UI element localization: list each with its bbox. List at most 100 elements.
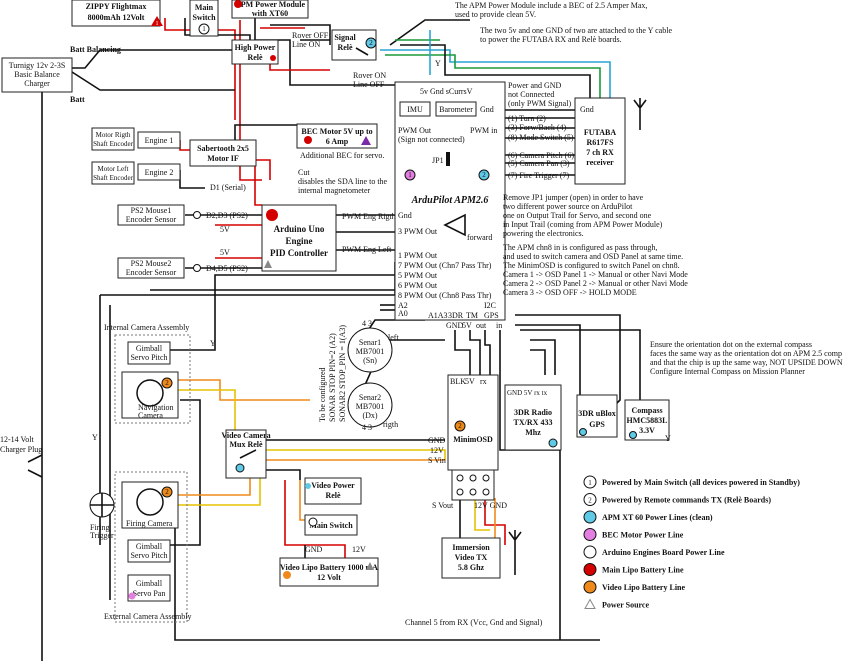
svg-text:Senar1: Senar1 — [359, 338, 381, 347]
svg-text:5V: 5V — [465, 377, 475, 386]
external-cam-frame — [114, 471, 188, 623]
svg-text:forward: forward — [467, 233, 492, 242]
legend-item: Video Lipo Battery Line — [583, 580, 685, 594]
futaba-receiver: Gnd FUTABA R617FS 7 ch RX receiver — [574, 97, 647, 185]
main-lipo-dot-icon — [234, 0, 242, 8]
battery-main: ZIPPY Flightmax 8000mAh 12Volt 1 — [71, 0, 163, 27]
svg-text:Engine 1: Engine 1 — [145, 136, 174, 145]
svg-text:MB7001: MB7001 — [356, 402, 384, 411]
svg-text:in: in — [496, 321, 502, 330]
d2d3-label: D2,D3 (PS2) — [206, 211, 248, 220]
svg-text:PS2 Mouse1: PS2 Mouse1 — [131, 206, 172, 215]
svg-text:receiver: receiver — [586, 158, 614, 167]
svg-text:3.3V: 3.3V — [639, 426, 655, 435]
engine-1: Engine 1 — [137, 131, 181, 149]
svg-text:Line ON: Line ON — [292, 40, 320, 49]
firing-trigger: Firing Trigger — [89, 492, 115, 540]
svg-text:Shaft Encoder: Shaft Encoder — [93, 174, 134, 182]
video-camera-mux-rele: Video Camera Mux Relè — [221, 429, 271, 479]
svg-text:Line OFF: Line OFF — [353, 80, 385, 89]
gimbal-servo-pitch-1: Gimball Servo Pitch — [127, 341, 171, 365]
svg-text:BEC Motor 5V up to: BEC Motor 5V up to — [301, 127, 372, 136]
svg-text:to power the FUTABA RX and Rel: to power the FUTABA RX and Relè boards. — [480, 35, 622, 44]
svg-text:6 PWM Out: 6 PWM Out — [398, 281, 438, 290]
power-source-triangle-icon — [366, 562, 374, 570]
pwm-eng-left-label: PWM Eng Left — [342, 245, 392, 254]
svg-text:5v Gnd sCurrsV: 5v Gnd sCurrsV — [420, 87, 473, 96]
engine-2: Engine 2 — [137, 163, 181, 181]
svg-text:Rover OFF: Rover OFF — [292, 31, 329, 40]
svg-text:SONAR2 STOP_PIN = 1(A3): SONAR2 STOP_PIN = 1(A3) — [338, 325, 347, 422]
y-mark-1: Y — [92, 433, 98, 442]
svg-text:APM Power Module: APM Power Module — [235, 0, 306, 9]
svg-text:MinimOSD: MinimOSD — [453, 435, 493, 444]
svg-text:12 Volt: 12 Volt — [317, 573, 341, 582]
legend-color-dot-icon — [583, 528, 597, 541]
svg-text:Video TX: Video TX — [455, 553, 488, 562]
svg-text:6 Amp: 6 Amp — [326, 137, 349, 146]
legend-item: Main Lipo Battery Line — [583, 563, 684, 576]
legend-label: Power Source — [602, 601, 649, 610]
svg-text:Charger Plug: Charger Plug — [0, 445, 42, 454]
svg-text:Barometer: Barometer — [439, 105, 473, 114]
svg-text:Firing: Firing — [90, 523, 110, 532]
svg-text:Rover ON: Rover ON — [353, 71, 386, 80]
svg-text:S Vout: S Vout — [432, 501, 454, 510]
sonar2-pins: 4 3 — [362, 423, 372, 432]
svg-text:7 ch RX: 7 ch RX — [586, 148, 614, 157]
antenna-icon — [508, 530, 522, 575]
sonar-rigth-label: rigth — [383, 420, 398, 429]
badge-icon — [583, 475, 597, 489]
svg-text:faces the same way as the orie: faces the same way as the orientation do… — [650, 349, 842, 358]
ps2-mouse1: PS2 Mouse1 Encoder Sensor — [117, 204, 201, 226]
legend-label: BEC Motor Power Line — [602, 531, 684, 540]
svg-text:PWM in: PWM in — [470, 126, 497, 135]
svg-text:12-14 Volt: 12-14 Volt — [0, 435, 34, 444]
legend-color-dot-icon — [583, 580, 597, 594]
svg-text:HMC5883L: HMC5883L — [627, 416, 668, 425]
svg-text:PID Controller: PID Controller — [270, 248, 328, 258]
svg-text:Navigation: Navigation — [138, 403, 174, 412]
svg-text:Camera 3 -> OSD OFF -> HOLD MO: Camera 3 -> OSD OFF -> HOLD MODE — [503, 288, 637, 297]
svg-text:2: 2 — [458, 422, 462, 430]
external-cam-assembly-label: External Camera Assembly — [104, 612, 192, 621]
svg-text:3DR Radio: 3DR Radio — [514, 408, 552, 417]
svg-text:TM: TM — [466, 311, 478, 320]
svg-text:High Power: High Power — [235, 43, 276, 52]
svg-text:FUTABA: FUTABA — [584, 128, 617, 137]
3dr-radio: GND 5V rx tx 3DR Radio TX/RX 433 Mhz — [504, 384, 562, 451]
svg-text:Gnd: Gnd — [398, 211, 412, 220]
svg-text:The APM chn8 in is configured: The APM chn8 in is configured as pass th… — [503, 243, 657, 252]
svg-text:GND: GND — [446, 321, 464, 330]
charger: Turnigy 12v 2-3S Basic Balance Charger — [1, 57, 73, 93]
svg-text:3 PWM Out: 3 PWM Out — [398, 227, 438, 236]
batt-label: Batt — [70, 95, 85, 104]
legend-label: Main Lipo Battery Line — [602, 566, 684, 575]
svg-text:SONAR STOP PIN=2 (A2): SONAR STOP PIN=2 (A2) — [328, 333, 337, 422]
immersion-video-tx: Immersion Video TX 5.8 Ghz — [441, 530, 522, 579]
rx-channel-labels: (1) Turn (2) (3) Forw/Back (4) (8) Mode … — [508, 114, 574, 180]
minimosd: BLK 5V rx 2 MinimOSD — [447, 374, 499, 501]
svg-text:Gimball: Gimball — [136, 344, 163, 353]
apm-board: IMU Barometer 5v Gnd sCurrsV Gnd PWM Out… — [394, 81, 506, 321]
gimbal-servo-pitch-2: Gimball Servo Pitch — [127, 539, 171, 563]
legend-color-dot-icon — [583, 563, 597, 576]
svg-text:Shaft Encoder: Shaft Encoder — [93, 140, 134, 148]
5v-label-a: 5V — [220, 225, 230, 234]
svg-text:Camera 1 -> OSD Panel 1 -> Man: Camera 1 -> OSD Panel 1 -> Manual or oth… — [503, 270, 688, 279]
svg-text:Mux Relè: Mux Relè — [229, 440, 263, 449]
osd-pin-labels: GND 12V S Vin S Vout 12V GND — [428, 436, 507, 510]
svg-text:Remove JP1 jumper (open) in or: Remove JP1 jumper (open) in order to hav… — [503, 193, 644, 202]
3dr-gps: 3DR uBlox GPS — [576, 394, 618, 438]
svg-text:(6) Camera Pitch (6): (6) Camera Pitch (6) — [508, 151, 574, 160]
svg-text:1: 1 — [408, 171, 412, 179]
svg-text:Servo Pan: Servo Pan — [133, 589, 166, 598]
svg-text:1: 1 — [156, 21, 159, 27]
svg-text:rx: rx — [480, 377, 487, 386]
motor-left-encoder: Motor Left Shaft Encoder — [91, 161, 135, 185]
svg-text:Motor Left: Motor Left — [98, 165, 129, 173]
